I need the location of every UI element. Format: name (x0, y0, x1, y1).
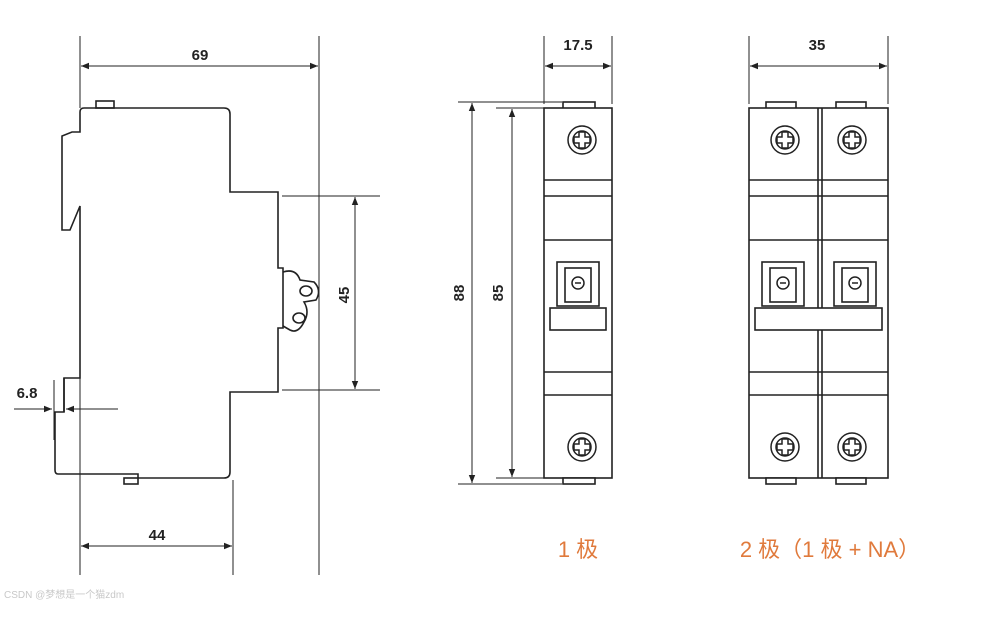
caption-one-pole: 1 极 (558, 537, 598, 562)
p1-window-inner (564, 267, 592, 303)
two-pole-dimensions (748, 36, 889, 104)
p2-toggle-bar (754, 307, 883, 331)
p1-bottom-clip (562, 477, 596, 485)
p2-bottom-clip-right (835, 477, 867, 485)
handle-pin-lower (292, 312, 306, 324)
caption-two-pole: 2 极（1 极 + NA） (740, 537, 920, 562)
dim-label-17-5: 17.5 (563, 37, 592, 54)
side-handle (282, 270, 320, 332)
p1-window (556, 261, 600, 307)
p2-screw-bottom-right (837, 432, 867, 462)
dim-label-35: 35 (809, 37, 826, 54)
handle-pin-upper (299, 285, 313, 297)
p2-indicator-left (776, 276, 790, 290)
dim-label-45: 45 (336, 287, 353, 304)
side-body-outline (54, 107, 284, 479)
p2-indicator-right (848, 276, 862, 290)
dim-label-88: 88 (451, 285, 468, 302)
p2-bottom-clip-left (765, 477, 797, 485)
p2-screw-top-right (837, 125, 867, 155)
p2-screw-bottom-left (770, 432, 800, 462)
side-bottom-clip (123, 477, 139, 485)
two-pole-view (748, 101, 889, 485)
dim-label-69: 69 (192, 47, 209, 64)
p2-window-left-inner (769, 267, 797, 303)
p2-screws (770, 125, 867, 462)
p2-screw-top-left (770, 125, 800, 155)
p1-screw-bottom (567, 432, 597, 462)
p2-window-right (833, 261, 877, 307)
one-pole-view (543, 101, 613, 485)
p1-indicator (571, 276, 585, 290)
p1-toggle (549, 307, 607, 331)
p2-window-left (761, 261, 805, 307)
dim-label-44: 44 (149, 527, 166, 544)
p1-screw-top (567, 125, 597, 155)
p1-screws (567, 125, 597, 462)
one-pole-dimensions (458, 36, 613, 485)
side-top-clip (95, 100, 115, 109)
p1-body (543, 107, 613, 479)
p2-window-right-inner (841, 267, 869, 303)
watermark: CSDN @梦想是一个猫zdm (4, 588, 124, 601)
dim-label-6-8: 6.8 (17, 385, 38, 402)
dim-label-85: 85 (490, 285, 507, 302)
side-view (54, 100, 320, 485)
side-dimensions (14, 36, 380, 575)
